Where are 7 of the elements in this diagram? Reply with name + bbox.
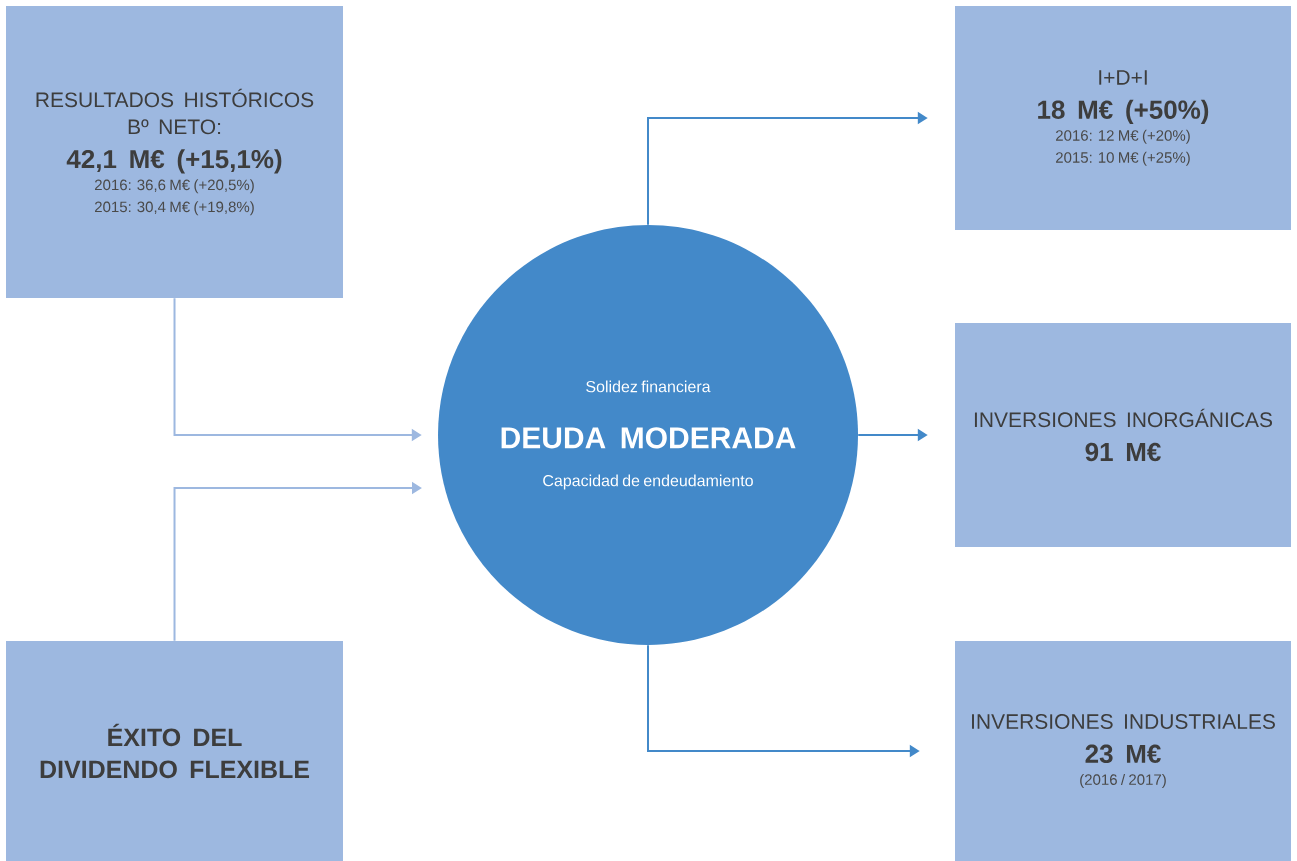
circle-node: Solidez financiera DEUDA MODERADA Capacidad de endeudamiento [438,225,858,645]
info-box: RESULTADOS HISTÓRICOS Bº NETO: 42,1 M€ (+15,1%) 2016: 36,6 M€ (+20,5%) 2015: 30,4 M€ (+19,8%) [6,6,343,298]
info-box: ÉXITO DEL DIVIDENDO FLEXIBLE [6,641,343,861]
info-box: INVERSIONES INORGÁNICAS 91 M€ [955,323,1291,547]
info-box: INVERSIONES INDUSTRIALES 23 M€ (2016 / 2017) [955,641,1291,861]
info-box: I+D+I 18 M€ (+50%) 2016: 12 M€ (+20%) 2015: 10 M€ (+25%) [955,6,1291,230]
arrow [173,481,422,642]
